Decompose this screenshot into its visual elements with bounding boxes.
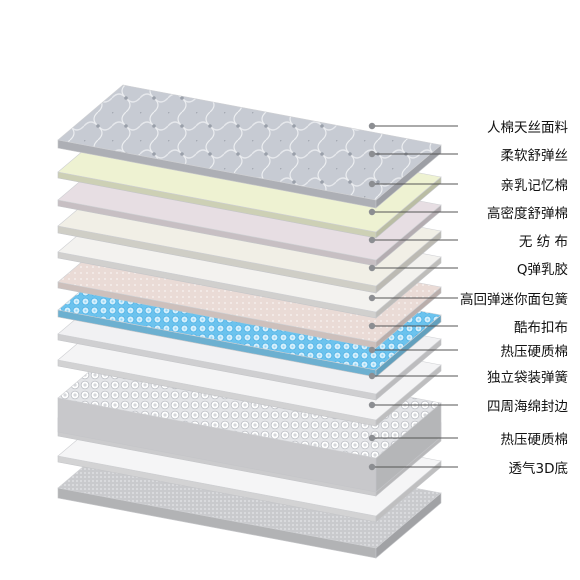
leader-dot xyxy=(368,463,376,471)
layer-1 xyxy=(57,84,442,209)
layer-label: 高密度舒弹棉 xyxy=(487,206,568,222)
layer-label: 酷布扣布 xyxy=(514,320,568,336)
leader-dot xyxy=(368,122,376,130)
layer-top-face xyxy=(57,84,442,201)
layer-label: 独立袋装弹簧 xyxy=(487,370,568,386)
layer-label: Q弹乳胶 xyxy=(516,262,568,278)
leader-dot xyxy=(368,346,376,354)
leader-dot xyxy=(368,434,376,442)
layer-label: 亲乳记忆棉 xyxy=(500,178,569,194)
leader-dot xyxy=(368,322,376,330)
leader-dot xyxy=(368,150,376,158)
leader-dot xyxy=(368,372,376,380)
leader-dot xyxy=(368,180,376,188)
leader-dot xyxy=(368,294,376,302)
layer-label: 透气3D底 xyxy=(508,461,568,477)
leader-dot xyxy=(368,236,376,244)
layer-label: 无 纺 布 xyxy=(518,234,568,250)
leader-dot xyxy=(368,264,376,272)
leader-dot xyxy=(368,401,376,409)
layer-label: 柔软舒弹丝 xyxy=(500,148,569,164)
layer-label: 热压硬质棉 xyxy=(500,344,569,360)
leader-dot xyxy=(368,208,376,216)
layer-label: 热压硬质棉 xyxy=(500,432,569,448)
layer-label: 人棉天丝面料 xyxy=(487,120,568,136)
layer-label: 四周海绵封边 xyxy=(487,399,568,415)
layer-label: 高回弹迷你面包簧 xyxy=(460,292,568,308)
